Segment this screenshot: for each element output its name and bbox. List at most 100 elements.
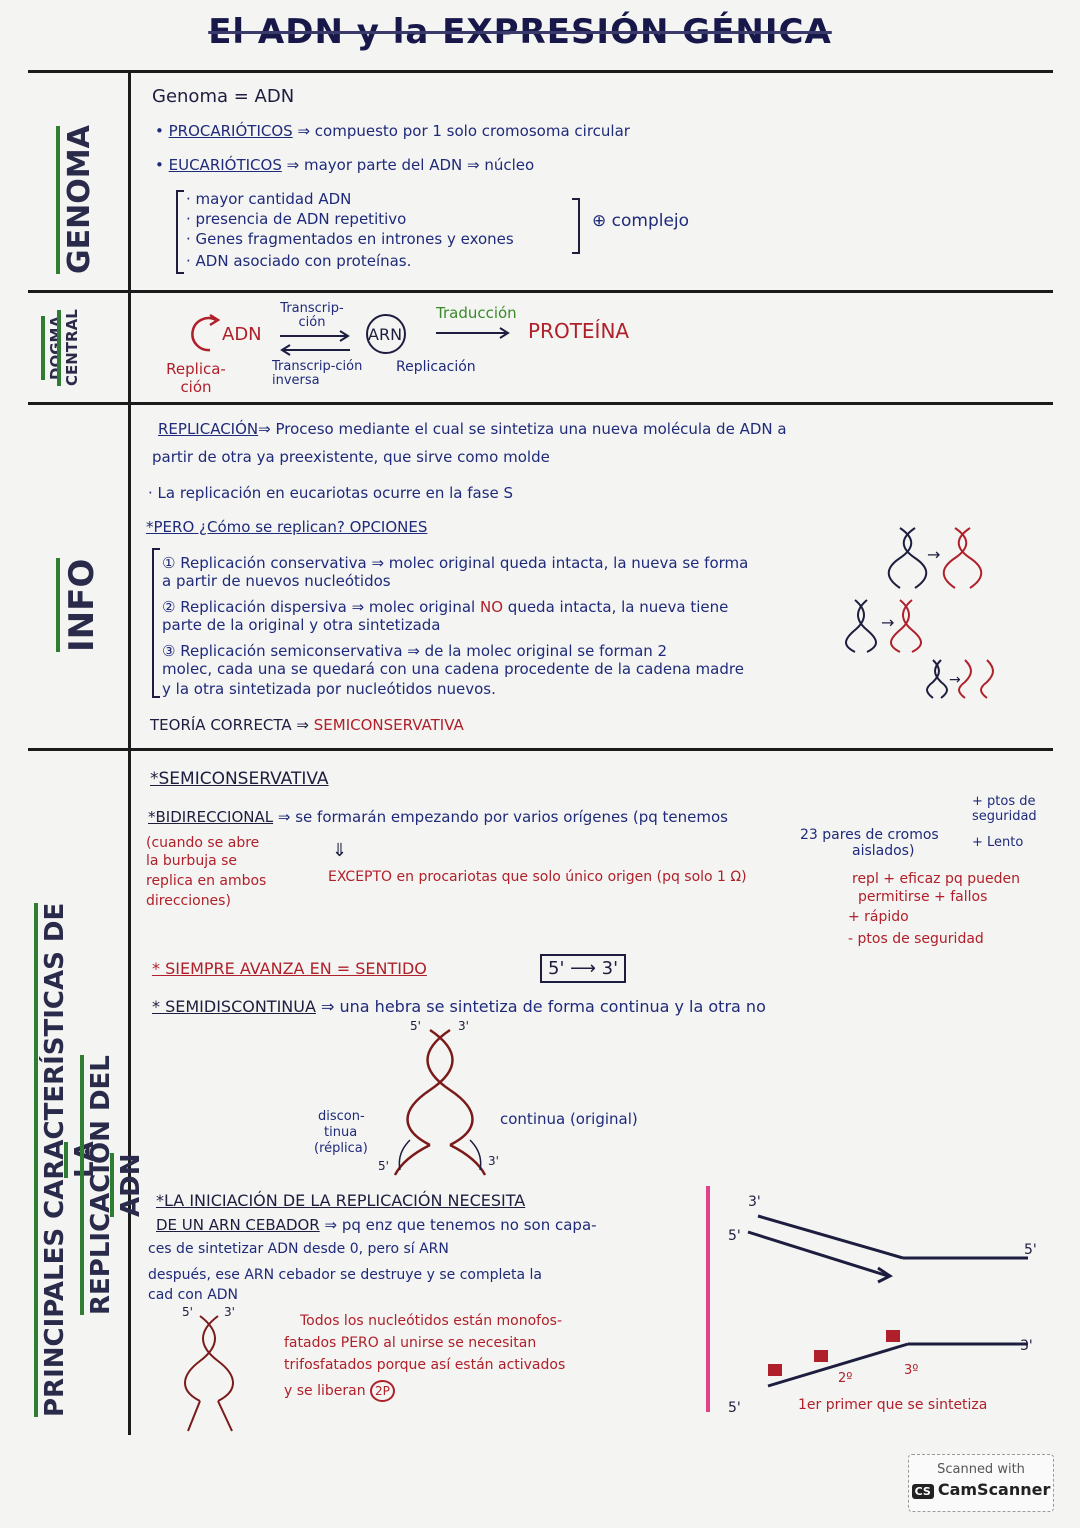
procar-note: repl + eficaz pq pueden [852,871,1020,887]
info-op3c: y la otra sintetizada por nucleótidos nu… [162,680,496,698]
bracket-right [572,198,580,254]
disc-label: discon- [318,1109,365,1124]
dogma-replicacion-mid: Replicación [396,359,476,375]
info-pregunta: *PERO ¿Cómo se replican? OPCIONES [146,518,428,536]
arrow-traduccion [436,327,510,339]
bracket-left [176,190,184,274]
divider-top [28,70,1053,73]
info-op1a: ① Replicación conservativa ⇒ molec origi… [162,554,749,572]
dogma-proteina: PROTEÍNA [528,319,630,343]
procar-note: - ptos de seguridad [848,931,984,947]
info-op1b: a partir de nuevos nucleótidos [162,572,391,590]
disc-label: tinua [324,1125,358,1140]
procar-note: permitirse + fallos [858,889,988,905]
caract-lento: + Lento [972,835,1024,850]
genoma-complejo: ⊕ complejo [592,211,690,231]
nucleotidos-line: Todos los nucleótidos están monofos- [300,1313,563,1329]
caract-burbuja: (cuando se abre [146,835,260,851]
caract-excepto: EXCEPTO en procariotas que solo único or… [328,869,747,885]
svg-text:5': 5' [410,1019,421,1033]
replication-fork-diagram: 5' 3' 5' 3' [378,1019,499,1176]
svg-text:→: → [881,613,894,632]
svg-text:5': 5' [1024,1242,1037,1258]
caract-bidireccional: *BIDIRECCIONAL ⇒ se formarán empezando p… [148,808,728,826]
caract-siempre: * SIEMPRE AVANZA EN = SENTIDO [152,959,427,978]
divider-dogma [28,402,1053,405]
continua-label: continua (original) [500,1110,638,1128]
genoma-item: · presencia de ADN repetitivo [186,210,407,228]
replication-loop-icon [191,313,221,352]
divider-info [28,748,1053,751]
arn-loop-icon [366,314,406,354]
svg-text:5': 5' [728,1400,741,1416]
caract-semiconservativa: *SEMICONSERVATIVA [150,769,329,789]
pink-divider [706,1186,710,1412]
section-label-replicacion: REPLICACIÓN DEL ADN [80,1020,146,1350]
section-label-info: INFO [56,540,102,670]
svg-text:5': 5' [728,1228,741,1244]
caract-ptos-seguridad: + ptos de seguridad [972,794,1037,824]
genoma-item: · mayor cantidad ADN [186,190,352,208]
svg-text:3': 3' [224,1305,235,1319]
genoma-eucariotas: • EUCARIÓTICOS ⇒ mayor parte del ADN ⇒ n… [155,156,535,174]
page-title: El ADN y la EXPRESIÓN GÉNICA [208,12,832,52]
genoma-item: · Genes fragmentados en intrones y exone… [186,230,514,248]
dogma-arn: ARN [368,325,403,344]
iniciacion-l4: después, ese ARN cebador se destruye y s… [148,1267,542,1283]
svg-text:→: → [927,545,940,564]
genoma-eq: Genoma = ADN [152,86,295,107]
svg-text:3': 3' [488,1154,499,1168]
section-label-genoma: GENOMA [56,120,97,280]
iniciacion-l1: *LA INICIACIÓN DE LA REPLICACIÓN NECESIT… [156,1191,526,1210]
iniciacion-l3: ces de sintetizar ADN desde 0, pero sí A… [148,1241,449,1257]
genoma-procariotas: • PROCARIÓTICOS ⇒ compuesto por 1 solo c… [155,122,630,140]
info-op3a: ③ Replicación semiconservativa ⇒ de la m… [162,642,668,660]
svg-text:2º: 2º [838,1371,852,1386]
iniciacion-l5: cad con ADN [148,1287,239,1303]
divider-vertical [128,70,131,1435]
info-op3b: molec, cada una se quedará con una caden… [162,660,744,678]
info-replicacion-def2: partir de otra ya preexistente, que sirv… [152,448,550,466]
dogma-adn: ADN [222,324,262,345]
info-op2b: parte de la original y otra sintetizada [162,616,441,634]
caract-burbuja: replica en ambos [146,873,267,889]
svg-text:3': 3' [458,1019,469,1033]
caract-burbuja: direcciones) [146,893,231,909]
info-replicacion-def: REPLICACIÓN⇒ Proceso mediante el cual se… [158,420,787,438]
divider-genoma [28,290,1053,293]
iniciacion-l2: DE UN ARN CEBADOR ⇒ pq enz que tenemos n… [156,1216,597,1234]
arrows-adn-arn [280,330,350,356]
scanner-line1: Scanned with [937,1462,1025,1477]
options-bracket [152,548,160,698]
nucleotidos-line: trifosfatados porque así están activados [284,1357,566,1373]
nucleotidos-line: y se liberan 2P [284,1380,395,1402]
down-arrow: ⇓ [332,840,348,861]
caract-semidiscontinua: * SEMIDISCONTINUA ⇒ una hebra se sinteti… [152,997,766,1016]
primer-label: 1er primer que se sintetiza [798,1397,988,1413]
svg-text:→: → [949,672,961,688]
caract-bidi-text2: 23 pares de cromos [800,827,939,843]
dogma-transcripcion-inversa: Transcrip-ción inversa [272,359,363,388]
info-teoria: TEORÍA CORRECTA ⇒ SEMICONSERVATIVA [150,716,464,734]
dogma-traduccion: Traducción [436,304,517,322]
sentido-box: 5' ⟶ 3' [540,954,627,983]
disc-label: (réplica) [314,1141,368,1156]
caract-bidi-text3: aislados) [852,843,915,859]
nucleotidos-line: fatados PERO al unirse se necesitan [284,1335,537,1351]
procar-note: + rápido [848,909,909,925]
small-helix-diagram: 5' 3' [182,1305,235,1432]
svg-text:3': 3' [748,1194,761,1210]
dogma-transcripcion: Transcrip-ción [280,301,344,330]
dogma-replicacion-left: Replica-ción [166,360,226,396]
info-fase-s: · La replicación en eucariotas ocurre en… [148,484,514,502]
section-label-dogma: DOGMA CENTRAL [41,298,88,398]
caract-burbuja: la burbuja se [146,853,238,869]
svg-text:3º: 3º [904,1363,918,1378]
genoma-item: · ADN asociado con proteínas. [186,252,412,270]
svg-text:3': 3' [1020,1338,1033,1354]
dna-helix-icons: → → → [845,527,994,699]
info-op2a: ② Replicación dispersiva ⇒ molec origina… [162,598,729,616]
